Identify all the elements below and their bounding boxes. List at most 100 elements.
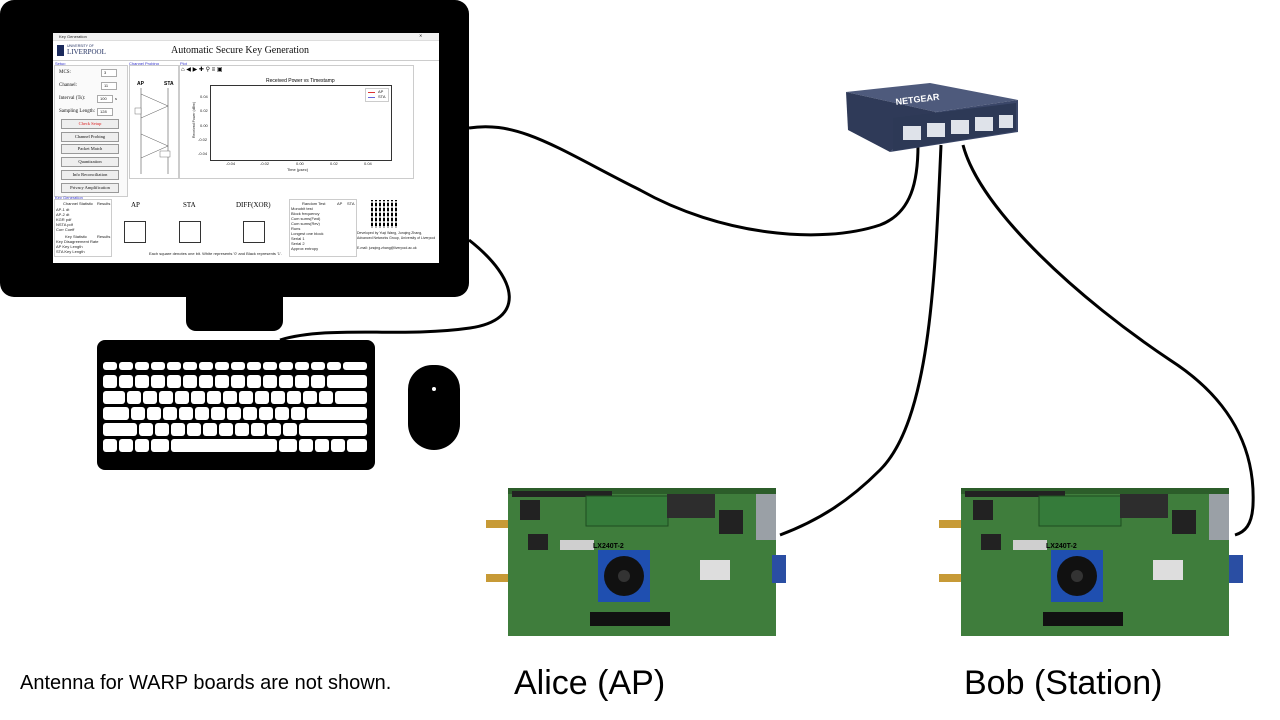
- keyboard: [97, 340, 375, 470]
- keyboard-key: [307, 407, 367, 420]
- setup-label: Setup: [55, 61, 66, 66]
- plot-title: Received Power vs Timestamp: [266, 78, 335, 84]
- table-row: KGR pdf: [56, 217, 72, 222]
- keyboard-key: [179, 407, 193, 420]
- table-row: Approx entropy: [291, 246, 319, 251]
- cable-monitor-to-switch: [468, 125, 920, 237]
- close-icon[interactable]: ✕: [419, 33, 423, 38]
- keyboard-key: [227, 407, 241, 420]
- quantization-button[interactable]: Quantization: [61, 157, 119, 167]
- key-generation-label: Key Generation: [55, 195, 83, 200]
- keyboard-key: [139, 423, 153, 436]
- keyboard-key: [103, 362, 117, 370]
- keyboard-key: [347, 439, 367, 452]
- warp-board-bob: [939, 488, 1243, 636]
- check-setup-button[interactable]: Check Setup: [61, 119, 119, 129]
- random-test-table: Random Test AP STA Monobit test Block fr…: [289, 199, 357, 257]
- forward-icon[interactable]: ▶: [192, 67, 198, 73]
- keyboard-key: [175, 391, 189, 404]
- keyboard-key: [147, 407, 161, 420]
- qr-code: [371, 200, 399, 228]
- channel-probing-button[interactable]: Channel Probing: [61, 132, 119, 142]
- keyboard-key: [279, 375, 293, 388]
- keyboard-key: [103, 375, 117, 388]
- ap-label: AP: [137, 81, 144, 87]
- table-row: Runs: [291, 226, 301, 231]
- keyboard-key: [295, 375, 309, 388]
- keyboard-key: [135, 439, 149, 452]
- keyboard-key: [119, 362, 133, 370]
- keyboard-key: [299, 423, 367, 436]
- keyboard-key: [295, 362, 309, 370]
- alice-chip-label: LX240T-2: [593, 543, 624, 550]
- sampling-value: 128: [100, 109, 107, 114]
- plot-xlabel: Time (µsec): [287, 167, 309, 172]
- back-icon[interactable]: ◀: [186, 67, 191, 73]
- sampling-label: Sampling Length:: [59, 109, 95, 114]
- table-header: Results: [97, 201, 111, 206]
- monitor-stand: [186, 297, 283, 331]
- switch-ports: [903, 115, 1013, 140]
- zoom-icon[interactable]: ⚲: [205, 67, 210, 73]
- packet-match-button[interactable]: Packet Match: [61, 144, 119, 154]
- keyboard-key: [247, 375, 261, 388]
- sampling-input[interactable]: 128: [97, 108, 113, 116]
- pan-icon[interactable]: ✚: [198, 67, 204, 73]
- keyboard-key: [131, 407, 145, 420]
- xtick: 0.00: [296, 161, 304, 166]
- keyboard-key: [135, 362, 149, 370]
- table-row: AP-1 dt: [56, 207, 70, 212]
- keyboard-key: [251, 423, 265, 436]
- keyboard-key: [263, 375, 277, 388]
- configure-icon[interactable]: ≡: [211, 67, 216, 73]
- keyboard-key: [331, 439, 345, 452]
- plot-legend: AP STA: [365, 88, 389, 102]
- save-icon[interactable]: ▣: [216, 67, 223, 73]
- channel-value: 11: [104, 83, 109, 88]
- keyboard-key: [167, 362, 181, 370]
- logo-text-small: UNIVERSITY OF: [67, 44, 94, 48]
- info-reconciliation-button[interactable]: Info Reconciliation: [61, 170, 119, 180]
- keyboard-key: [231, 375, 245, 388]
- keyboard-key: [143, 391, 157, 404]
- key-sta-label: STA: [183, 201, 196, 209]
- keyboard-key: [215, 362, 229, 370]
- keyboard-key: [207, 391, 221, 404]
- app-title: Automatic Secure Key Generation: [171, 45, 310, 56]
- keyboard-key: [267, 423, 281, 436]
- bob-caption: Bob (Station): [964, 664, 1163, 702]
- crest-icon: [57, 45, 64, 56]
- table-header: Random Test: [302, 201, 326, 206]
- keyboard-key: [243, 407, 257, 420]
- keyboard-key: [183, 362, 197, 370]
- keyboard-key: [187, 423, 201, 436]
- keyboard-key: [311, 362, 325, 370]
- divider: [53, 60, 439, 61]
- xtick: -0.02: [260, 161, 270, 166]
- keyboard-key: [327, 375, 367, 388]
- interval-input[interactable]: 100: [97, 95, 113, 103]
- keyboard-key: [119, 375, 133, 388]
- probing-sequence-diagram: [134, 88, 171, 174]
- plot-panel: ⌂ ◀ ▶ ✚ ⚲ ≡ ▣ Received Power vs Timestam…: [179, 65, 414, 179]
- keyboard-key: [311, 375, 325, 388]
- keyboard-key: [239, 391, 253, 404]
- keyboard-key: [135, 375, 149, 388]
- mcs-select[interactable]: 3: [101, 69, 117, 77]
- key-diff-bits: [243, 221, 265, 243]
- keyboard-key: [195, 407, 209, 420]
- keyboard-key: [127, 391, 141, 404]
- keyboard-key: [287, 391, 301, 404]
- key-ap-label: AP: [131, 201, 140, 209]
- keyboard-key: [151, 439, 169, 452]
- sta-label: STA: [164, 81, 174, 87]
- key-sta-bits: [179, 221, 201, 243]
- channel-select[interactable]: 11: [101, 82, 117, 90]
- table-row: Cum sums(Rev): [291, 221, 320, 226]
- home-icon[interactable]: ⌂: [181, 67, 185, 73]
- window-title: Key Generation: [59, 34, 87, 39]
- privacy-amplification-button[interactable]: Privacy Amplification: [61, 183, 119, 193]
- table-row: Block frequency: [291, 211, 320, 216]
- keyboard-key: [315, 439, 329, 452]
- keyboard-key: [271, 391, 285, 404]
